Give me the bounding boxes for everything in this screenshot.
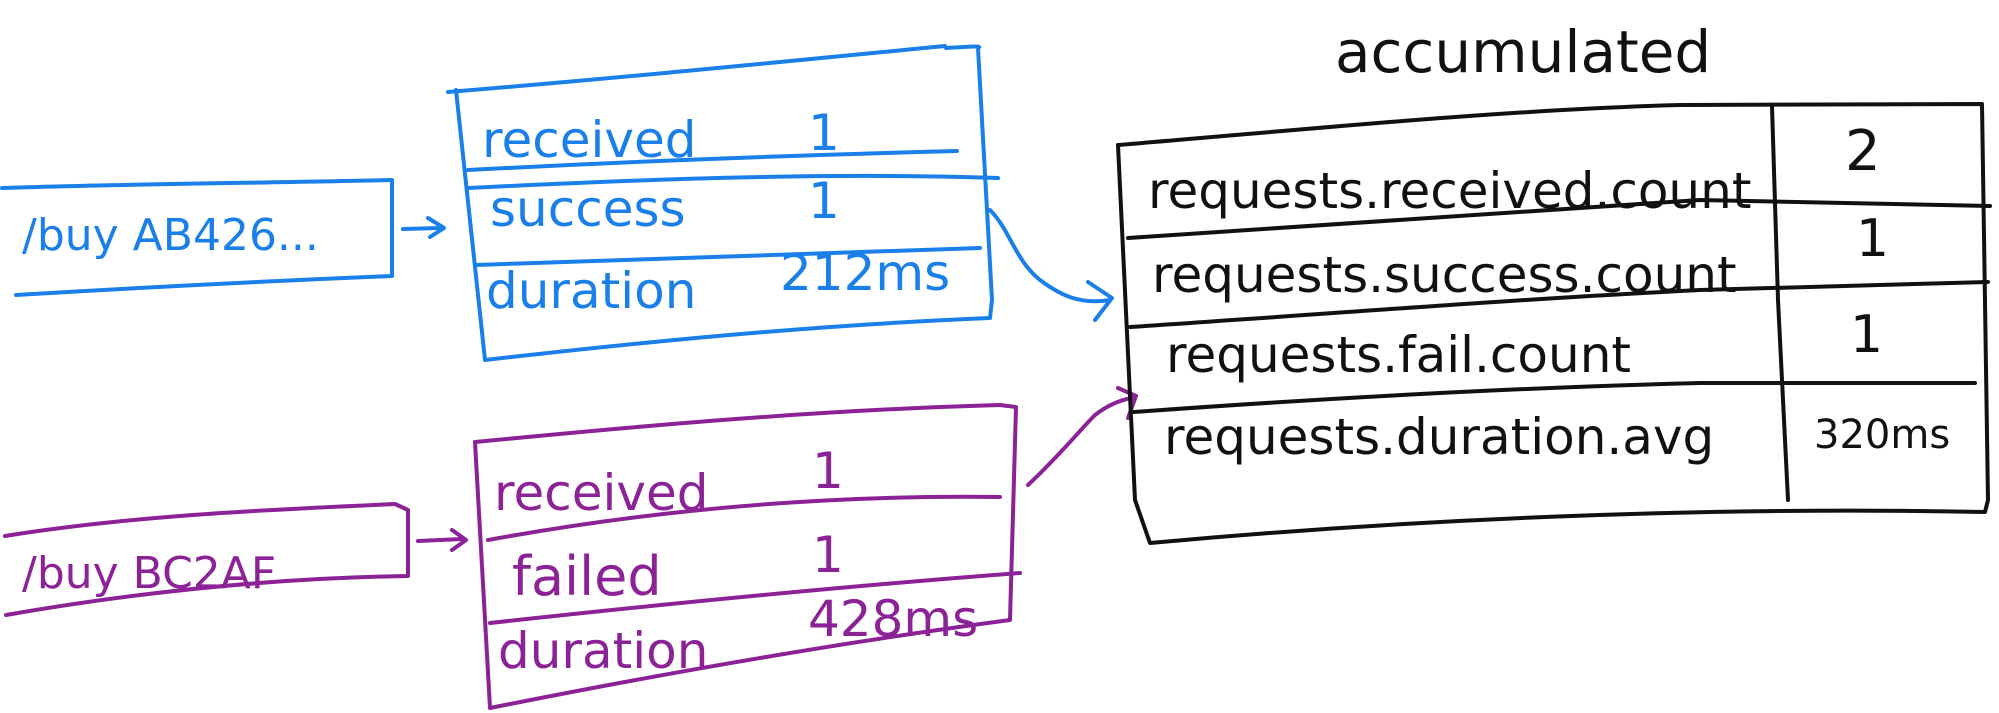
accumulated-title: accumulated xyxy=(1335,18,1711,86)
request-a-metric-value-0: 1 xyxy=(808,104,840,162)
request-b-label: /buy BC2AF xyxy=(22,548,276,599)
request-a-label-box xyxy=(0,178,394,297)
request-b-label-box xyxy=(3,502,410,617)
accumulated-row-value-0: 2 xyxy=(1845,119,1881,184)
accumulated-row-divider-1 xyxy=(1126,198,1992,240)
request-b-group: /buy BC2AF received 1 failed 1 duration … xyxy=(3,386,1138,710)
request-a-divider-1 xyxy=(466,149,959,172)
request-a-metric-name-0: received xyxy=(482,111,696,169)
request-b-divider-2 xyxy=(488,571,1022,625)
accumulated-column-divider xyxy=(1770,104,1790,502)
request-a-label: /buy AB426... xyxy=(22,210,319,261)
arrow-b-to-accumulated xyxy=(1026,386,1138,487)
arrow-a-to-accumulated xyxy=(988,208,1114,322)
request-b-metric-value-1: 1 xyxy=(812,526,844,584)
arrow-a-to-metrics xyxy=(401,216,446,239)
request-b-divider-1 xyxy=(486,494,1002,542)
accumulated-row-name-2: requests.fail.count xyxy=(1166,326,1631,384)
accumulated-row-name-1: requests.success.count xyxy=(1152,246,1737,304)
accumulated-row-value-1: 1 xyxy=(1856,209,1889,269)
request-b-metric-name-2: duration xyxy=(498,622,708,680)
request-a-metric-value-2: 212ms xyxy=(780,244,950,302)
accumulated-row-divider-3 xyxy=(1132,381,1977,414)
request-b-metric-value-0: 1 xyxy=(812,442,844,500)
request-a-group: /buy AB426... received 1 success 1 durat… xyxy=(0,44,1114,362)
request-b-metric-name-1: failed xyxy=(512,545,662,608)
accumulated-row-name-0: requests.received.count xyxy=(1148,162,1751,220)
accumulated-table-outline xyxy=(1116,102,1990,545)
request-b-metric-value-2: 428ms xyxy=(808,590,978,648)
request-a-metrics-box xyxy=(446,44,994,362)
request-a-divider-2 xyxy=(466,173,1000,190)
accumulated-row-divider-2 xyxy=(1128,280,1990,329)
request-a-divider-3 xyxy=(474,246,982,267)
request-a-metric-name-1: success xyxy=(490,180,686,238)
request-a-metric-value-1: 1 xyxy=(808,172,840,230)
accumulated-row-name-3: requests.duration.avg xyxy=(1164,408,1714,466)
accumulated-row-value-2: 1 xyxy=(1850,305,1883,365)
accumulated-row-value-3: 320ms xyxy=(1814,412,1950,458)
request-b-metrics-box xyxy=(473,403,1018,710)
arrow-b-to-metrics xyxy=(416,528,468,552)
accumulated-group: accumulated requests.received.count 2 re… xyxy=(1116,18,1992,545)
request-a-metric-name-2: duration xyxy=(486,262,696,320)
request-b-metric-name-0: received xyxy=(494,464,708,522)
